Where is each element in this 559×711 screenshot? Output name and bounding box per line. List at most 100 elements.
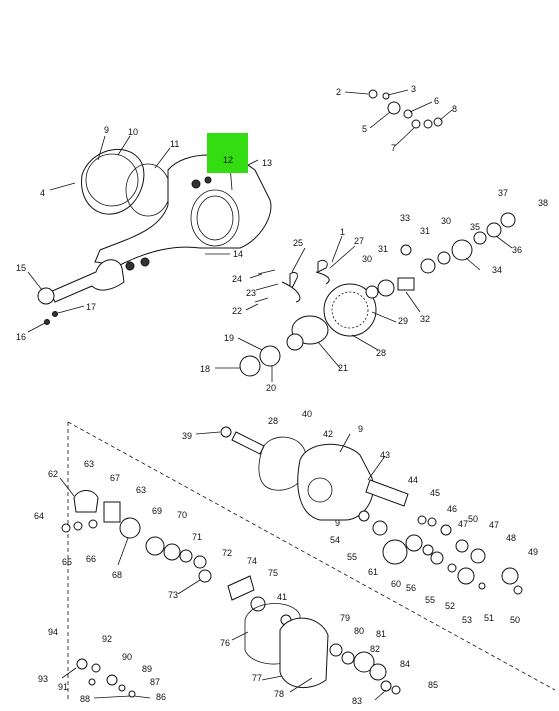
- callout-label: 81: [376, 629, 386, 639]
- leader-78: [289, 677, 313, 693]
- callout-label: 46: [447, 504, 457, 514]
- clamp-89: [118, 684, 126, 692]
- bolt-51: [478, 582, 486, 590]
- leader-76: [231, 631, 249, 641]
- callout-label: 29: [398, 316, 408, 326]
- bearing-36: [486, 222, 502, 238]
- callout-label: 49: [528, 547, 538, 557]
- case-half-34: [451, 239, 473, 261]
- leader-83: [374, 689, 387, 701]
- callout-label: 17: [86, 302, 96, 312]
- bearing-18: [239, 355, 261, 377]
- callout-label: 2: [336, 87, 341, 97]
- leader-22: [245, 303, 259, 311]
- callout-label: 72: [222, 548, 232, 558]
- pin-52: [447, 563, 457, 573]
- differential-group: [239, 212, 516, 377]
- callout-label: 94: [48, 627, 58, 637]
- pin-22: [254, 297, 269, 303]
- callout-label: 27: [354, 236, 364, 246]
- leader-16: [27, 322, 46, 333]
- leader-lines: [27, 89, 513, 701]
- callout-label: 84: [400, 659, 410, 669]
- callout-label: 89: [142, 664, 152, 674]
- callout-label: 74: [247, 556, 257, 566]
- carrier-42: [297, 443, 374, 521]
- ring-66: [88, 519, 98, 529]
- leader-27: [329, 245, 356, 269]
- leader-8: [439, 109, 453, 121]
- callout-label: 11: [170, 139, 179, 149]
- bolt-64: [61, 523, 71, 533]
- spindle-flange: [37, 287, 55, 305]
- callout-label: 1: [340, 227, 345, 237]
- callout-label: 48: [506, 533, 516, 543]
- yoke-67: [103, 501, 121, 523]
- highlight-box[interactable]: [207, 133, 248, 173]
- callout-label: 23: [246, 288, 256, 298]
- callout-label: 30: [362, 254, 372, 264]
- cup-71: [179, 549, 193, 563]
- shim-47a: [440, 524, 452, 536]
- callout-label: 8: [452, 104, 457, 114]
- washer-30b: [437, 251, 451, 265]
- callout-label: 9: [335, 518, 340, 528]
- leader-62: [59, 477, 75, 497]
- leader-9b: [339, 433, 351, 453]
- callout-label: 75: [268, 568, 278, 578]
- breather: [191, 179, 201, 189]
- leader-34: [465, 257, 481, 271]
- callout-label: 15: [16, 263, 26, 273]
- callout-label: 93: [38, 674, 48, 684]
- bearing-49: [501, 567, 519, 585]
- seal-61: [382, 539, 408, 565]
- callout-label: 73: [168, 590, 178, 600]
- hose-87: [128, 690, 136, 698]
- plug: [204, 176, 212, 184]
- callout-label: 66: [86, 554, 96, 564]
- callout-label: 20: [266, 383, 276, 393]
- bolt-17: [52, 311, 58, 317]
- callout-label: 6: [434, 96, 439, 106]
- callout-label: 61: [368, 567, 378, 577]
- leader-3: [387, 89, 409, 96]
- callout-label: 43: [380, 450, 390, 460]
- leader-2: [344, 91, 369, 95]
- callout-label: 14: [233, 249, 243, 259]
- callout-label: 34: [492, 265, 502, 275]
- leader-39: [195, 431, 221, 435]
- housing-77: [279, 617, 329, 688]
- callout-label: 7: [391, 143, 396, 153]
- callout-label: 63: [136, 485, 146, 495]
- leader-93: [61, 667, 77, 679]
- callout-label: 52: [445, 601, 455, 611]
- leader-15: [27, 271, 43, 291]
- callout-label: 22: [232, 306, 242, 316]
- leader-5: [369, 111, 391, 129]
- cover-ring: [85, 153, 139, 207]
- callout-label: 19: [224, 333, 234, 343]
- callout-label: 3: [411, 84, 416, 94]
- boundary-diagonal: [67, 421, 556, 691]
- side-gear-31: [377, 279, 395, 297]
- leader-9: [97, 135, 106, 161]
- leader-73: [177, 579, 201, 595]
- callout-label: 39: [182, 431, 192, 441]
- pinion-shaft-28: [231, 431, 265, 455]
- washer-54: [358, 510, 370, 522]
- callout-label: 71: [192, 532, 202, 542]
- spacer-55b: [430, 551, 444, 565]
- cup-47b: [455, 539, 469, 553]
- callout-label: 31: [378, 244, 388, 254]
- axle-shaft-group: [37, 257, 150, 325]
- leader-68: [117, 537, 129, 566]
- callout-label: 25: [293, 238, 303, 248]
- leader-19: [237, 337, 263, 351]
- shaft-74: [227, 575, 255, 601]
- callout-label: 44: [408, 475, 418, 485]
- shim-1: [317, 259, 328, 273]
- cap-94: [76, 658, 88, 670]
- callout-label: 47: [489, 520, 499, 530]
- callout-label: 68: [112, 570, 122, 580]
